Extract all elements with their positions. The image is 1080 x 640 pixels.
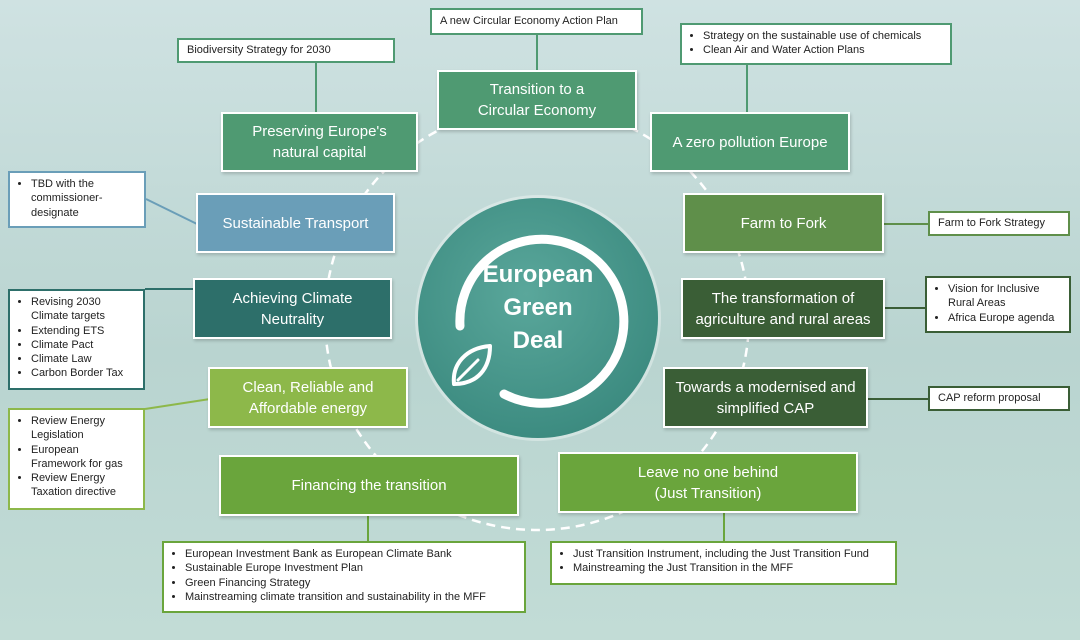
theme-sustainable-transport: Sustainable Transport xyxy=(196,193,395,253)
note-bullet-item: TBD with the commissioner- designate xyxy=(31,177,136,220)
note-bullet-item: Vision for Inclusive Rural Areas xyxy=(948,282,1061,311)
orbit-arrow-icon xyxy=(455,234,629,408)
note-bullet-item: Extending ETS xyxy=(31,324,135,338)
theme-modernised-cap: Towards a modernised and simplified CAP xyxy=(663,367,868,428)
leaf-icon xyxy=(451,344,492,386)
note-bullet-item: Climate Pact xyxy=(31,338,135,352)
note-bullet-item: European Investment Bank as European Cli… xyxy=(185,547,516,561)
note-bullet-list: Strategy on the sustainable use of chemi… xyxy=(690,29,942,58)
note-bullet-item: Review Energy Legislation xyxy=(31,414,135,443)
note-bullet-item: Just Transition Instrument, including th… xyxy=(573,547,887,561)
note-just-transition: Just Transition Instrument, including th… xyxy=(550,541,897,585)
green-deal-hub xyxy=(418,198,658,438)
theme-just-transition: Leave no one behind (Just Transition) xyxy=(558,452,858,513)
note-bullet-list: Revising 2030 Climate targetsExtending E… xyxy=(18,295,135,381)
note-biodiversity: Biodiversity Strategy for 2030 xyxy=(177,38,395,63)
note-rural: Vision for Inclusive Rural AreasAfrica E… xyxy=(925,276,1071,333)
theme-circular-economy: Transition to a Circular Economy xyxy=(437,70,637,130)
connector-energy xyxy=(144,398,211,410)
note-bullet-list: European Investment Bank as European Cli… xyxy=(172,547,516,604)
theme-zero-pollution: A zero pollution Europe xyxy=(650,112,850,172)
note-bullet-list: Review Energy LegislationEuropean Framew… xyxy=(18,414,135,500)
note-bullet-item: Carbon Border Tax xyxy=(31,366,135,380)
theme-natural-capital: Preserving Europe's natural capital xyxy=(221,112,418,172)
note-bullet-list: Just Transition Instrument, including th… xyxy=(560,547,887,576)
note-circular-economy-text: A new Circular Economy Action Plan xyxy=(440,15,618,28)
connector-transport xyxy=(145,198,198,225)
note-farm-to-fork-text: Farm to Fork Strategy xyxy=(938,217,1045,230)
note-bullet-item: Revising 2030 Climate targets xyxy=(31,295,135,324)
note-bullet-item: Sustainable Europe Investment Plan xyxy=(185,561,516,575)
note-climate: Revising 2030 Climate targetsExtending E… xyxy=(8,289,145,390)
note-bullet-list: TBD with the commissioner- designate xyxy=(18,177,136,220)
note-bullet-item: Review Energy Taxation directive xyxy=(31,471,135,500)
note-bullet-item: Strategy on the sustainable use of chemi… xyxy=(703,29,942,43)
note-financing: European Investment Bank as European Cli… xyxy=(162,541,526,613)
note-biodiversity-text: Biodiversity Strategy for 2030 xyxy=(187,44,331,57)
note-transport: TBD with the commissioner- designate xyxy=(8,171,146,228)
theme-clean-energy: Clean, Reliable and Affordable energy xyxy=(208,367,408,428)
note-zero-pollution: Strategy on the sustainable use of chemi… xyxy=(680,23,952,65)
note-bullet-item: European Framework for gas xyxy=(31,443,135,472)
note-bullet-item: Africa Europe agenda xyxy=(948,311,1061,325)
note-bullet-item: Mainstreaming the Just Transition in the… xyxy=(573,561,887,575)
note-circular-economy: A new Circular Economy Action Plan xyxy=(430,8,643,35)
theme-farm-to-fork: Farm to Fork xyxy=(683,193,884,253)
theme-climate-neutrality: Achieving Climate Neutrality xyxy=(193,278,392,339)
note-bullet-item: Clean Air and Water Action Plans xyxy=(703,43,942,57)
note-bullet-item: Climate Law xyxy=(31,352,135,366)
note-energy: Review Energy LegislationEuropean Framew… xyxy=(8,408,145,510)
note-bullet-item: Green Financing Strategy xyxy=(185,576,516,590)
note-bullet-item: Mainstreaming climate transition and sus… xyxy=(185,590,516,604)
note-cap-text: CAP reform proposal xyxy=(938,392,1041,405)
note-cap: CAP reform proposal xyxy=(928,386,1070,411)
theme-financing: Financing the transition xyxy=(219,455,519,516)
note-farm-to-fork: Farm to Fork Strategy xyxy=(928,211,1070,236)
theme-agriculture-transformation: The transformation of agriculture and ru… xyxy=(681,278,885,339)
hub-title: European Green Deal xyxy=(482,261,594,355)
note-bullet-list: Vision for Inclusive Rural AreasAfrica E… xyxy=(935,282,1061,325)
